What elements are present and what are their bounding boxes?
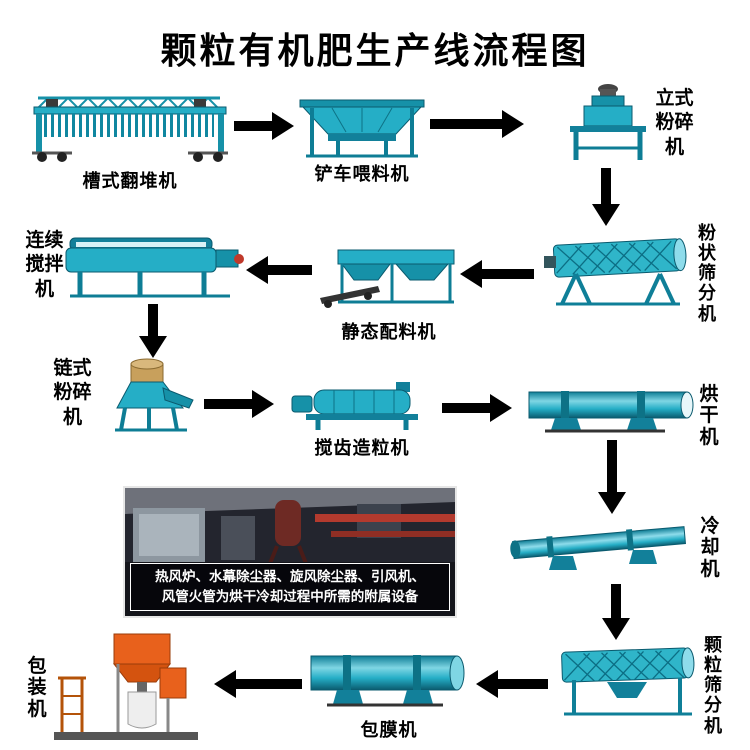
label-chain-crusher: 链式粉碎机 <box>53 357 92 428</box>
machine-stirring-granulator <box>288 380 436 432</box>
machine-chain-crusher <box>103 356 201 432</box>
arrow-dryer-to-cooler <box>598 440 626 514</box>
label-continuous-mixer: 连续搅拌机 <box>25 229 64 300</box>
machine-granule-screener <box>552 636 702 718</box>
arrow-continuous-mixer-to-chain-crusher <box>139 304 167 358</box>
label-trough-turner: 槽式翻堆机 <box>82 171 178 192</box>
arrow-chain-crusher-to-granulator <box>204 390 274 418</box>
static-batcher-illustration <box>320 249 455 308</box>
trough-turner-illustration <box>32 96 228 162</box>
arrow-coating-to-packer <box>214 670 302 698</box>
powder-screener-illustration <box>544 238 687 306</box>
label-static-batcher: 静态配料机 <box>341 322 437 343</box>
label-stirring-granulator: 搅齿造粒机 <box>314 438 410 459</box>
machine-loader-feeder <box>298 98 426 160</box>
cooler-illustration <box>510 526 687 570</box>
arrow-powder-screener-to-static-batcher <box>460 260 534 288</box>
auxiliary-note-line1: 热风炉、水幕除尘器、旋风除尘器、引风机、 <box>155 568 425 585</box>
diagram-title: 颗粒有机肥生产线流程图 <box>160 31 590 72</box>
machine-static-batcher <box>318 246 460 316</box>
dryer-illustration <box>528 391 694 433</box>
machine-cooler <box>505 512 695 576</box>
granule-screener-illustration <box>561 647 695 716</box>
arrow-granulator-to-dryer <box>442 394 512 422</box>
packing-machine-illustration <box>54 633 198 740</box>
arrow-cooler-to-granule-screener <box>602 584 630 640</box>
label-granule-screener: 颗粒筛分机 <box>704 635 722 737</box>
stirring-granulator-illustration <box>291 382 418 430</box>
loader-feeder-illustration <box>299 99 425 158</box>
vertical-crusher-illustration <box>570 84 646 160</box>
label-powder-screener: 粉状筛分机 <box>698 223 716 325</box>
machine-dryer <box>525 380 697 436</box>
machine-vertical-crusher <box>562 82 654 164</box>
arrow-feeder-to-vertical-crusher <box>430 110 524 138</box>
machine-trough-turner <box>30 92 230 164</box>
label-coating: 包膜机 <box>360 720 418 741</box>
auxiliary-equipment-photo: 热风炉、水幕除尘器、旋风除尘器、引风机、 风管火管为烘干冷却过程中所需的附属设备 <box>123 486 457 618</box>
coating-machine-illustration <box>310 655 465 707</box>
label-vertical-crusher: 立式粉碎机 <box>655 87 694 158</box>
machine-coating <box>303 648 475 712</box>
auxiliary-note: 热风炉、水幕除尘器、旋风除尘器、引风机、 风管火管为烘干冷却过程中所需的附属设备 <box>130 562 450 611</box>
arrow-granule-screener-to-coating <box>476 670 548 698</box>
label-cooler: 冷却机 <box>700 515 720 580</box>
machine-powder-screener <box>542 226 694 310</box>
label-packer: 包装机 <box>27 655 47 720</box>
machine-packer <box>52 632 200 744</box>
arrow-turner-to-feeder <box>234 112 294 140</box>
arrow-vertical-crusher-to-powder-screener <box>592 168 620 226</box>
continuous-mixer-illustration <box>65 237 244 298</box>
label-dryer: 烘干机 <box>699 383 719 448</box>
label-loader-feeder: 铲车喂料机 <box>314 164 410 185</box>
arrow-static-batcher-to-continuous-mixer <box>246 256 312 284</box>
chain-crusher-illustration <box>115 358 194 432</box>
auxiliary-note-line2: 风管火管为烘干冷却过程中所需的附属设备 <box>161 588 419 605</box>
machine-continuous-mixer <box>58 226 246 302</box>
